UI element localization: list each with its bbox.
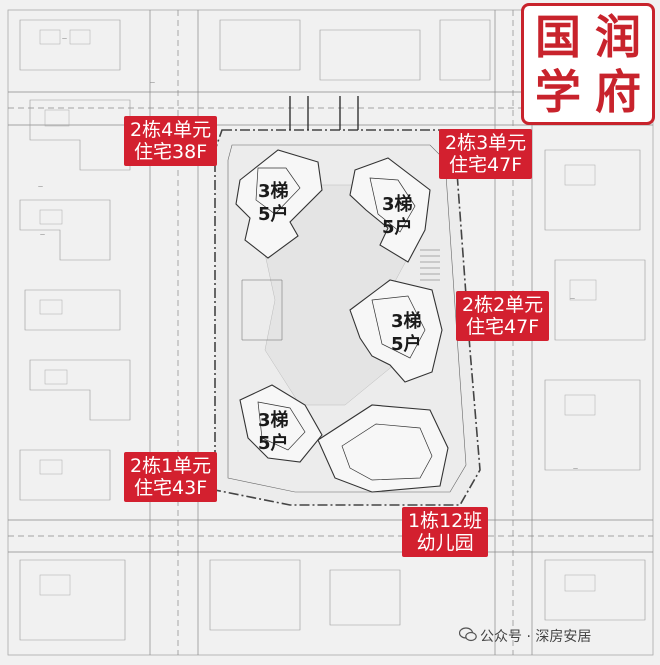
tower-footprints — [235, 149, 449, 493]
neighbor-blocks — [19, 19, 646, 641]
wechat-icon — [459, 627, 477, 642]
watermark-text: 公众号 · 深房安居 — [480, 629, 592, 645]
svg-text:—: — — [150, 80, 155, 86]
svg-text:—: — — [573, 466, 578, 472]
household-count: 5户 — [258, 433, 289, 454]
elevator-label-e: 3梯 5户 — [391, 310, 422, 356]
household-count: 5户 — [382, 217, 413, 238]
unit-label-2-3: 2栋3单元 住宅47F — [439, 129, 533, 179]
logo-char: 府 — [595, 65, 641, 119]
svg-text:—: — — [38, 184, 43, 190]
unit-label-line1: 2栋1单元 — [130, 455, 212, 477]
household-count: 5户 — [258, 204, 289, 225]
unit-label-line1: 2栋2单元 — [462, 294, 544, 316]
unit-label-kindergarten: 1栋12班 幼儿园 — [402, 507, 489, 557]
unit-label-line2: 住宅47F — [466, 316, 540, 338]
elevator-count: 3梯 — [258, 410, 289, 431]
unit-label-line1: 1栋12班 — [408, 510, 483, 532]
elevator-label-ne: 3梯 5户 — [382, 193, 413, 239]
svg-text:—: — — [570, 296, 575, 302]
elevator-count: 3梯 — [258, 181, 289, 202]
household-count: 5户 — [391, 334, 422, 355]
unit-label-line2: 住宅47F — [449, 154, 523, 176]
unit-label-line2: 住宅38F — [134, 141, 208, 163]
logo-char: 润 — [595, 10, 641, 64]
site-entrances — [289, 96, 359, 130]
unit-label-line1: 2栋3单元 — [445, 132, 527, 154]
unit-label-line1: 2栋4单元 — [130, 119, 212, 141]
unit-label-2-1: 2栋1单元 住宅43F — [124, 452, 218, 502]
elevator-label-sw: 3梯 5户 — [258, 409, 289, 455]
logo-char: 学 — [535, 65, 581, 119]
logo-seal: 国 润 学 府 — [521, 3, 655, 125]
svg-text:—: — — [40, 232, 45, 238]
unit-label-line2: 住宅43F — [134, 477, 208, 499]
unit-label-2-4: 2栋4单元 住宅38F — [124, 116, 218, 166]
elevator-label-nw: 3梯 5户 — [258, 180, 289, 226]
elevator-count: 3梯 — [391, 311, 422, 332]
unit-label-2-2: 2栋2单元 住宅47F — [456, 291, 550, 341]
elevator-count: 3梯 — [382, 194, 413, 215]
unit-label-line2: 幼儿园 — [416, 532, 474, 554]
logo-char: 国 — [535, 10, 581, 64]
svg-text:—: — — [62, 36, 67, 42]
